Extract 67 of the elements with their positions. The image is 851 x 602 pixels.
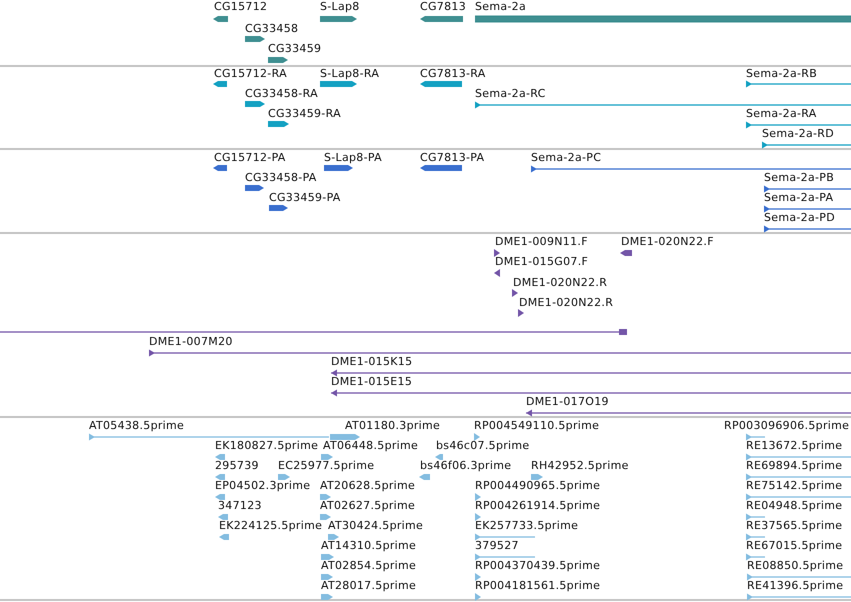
feature-label: Sema-2a-PA	[764, 191, 834, 204]
feature-label: CG33458-PA	[245, 171, 317, 184]
feature-label: AT02854.5prime	[321, 559, 416, 572]
feature-label: AT05438.5prime	[89, 419, 184, 432]
feature-label: RE67015.5prime	[746, 539, 842, 552]
feature-label: CG7813-RA	[420, 67, 486, 80]
feature-label: Sema-2a-PC	[531, 151, 602, 164]
feature-label: EK180827.5prime	[215, 439, 318, 452]
feature-label: AT14310.5prime	[321, 539, 416, 552]
feature-label: CG15712-RA	[214, 67, 287, 80]
feature-label: S-Lap8	[320, 0, 360, 13]
feature-label: CG33459-RA	[268, 107, 341, 120]
feature-label: DME1-015K15	[331, 355, 412, 368]
feature-label: DME1-017O19	[526, 395, 609, 408]
feature-label: Sema-2a-PB	[764, 171, 834, 184]
feature-label: RE69894.5prime	[746, 459, 842, 472]
feature-label: AT02627.5prime	[320, 499, 416, 512]
feature-label: DME1-020N22.R	[519, 296, 614, 309]
feature-label: AT20628.5prime	[320, 479, 416, 492]
feature-label: CG7813-PA	[420, 151, 484, 164]
feature-label: AT30424.5prime	[328, 519, 424, 532]
feature-label: EK257733.5prime	[475, 519, 578, 532]
feature-label: RH42952.5prime	[531, 459, 629, 472]
feature-label: EK224125.5prime	[219, 519, 322, 532]
feature-label: S-Lap8-RA	[320, 67, 380, 80]
feature-label: AT28017.5prime	[321, 579, 416, 592]
feature-label: Sema-2a-RC	[475, 87, 546, 100]
feature-label: RE41396.5prime	[747, 579, 844, 592]
feature-label: AT01180.3prime	[345, 419, 440, 432]
feature-label: DME1-009N11.F	[495, 235, 588, 248]
feature-label: 347123	[218, 499, 262, 512]
feature-label: RP004370439.5prime	[475, 559, 600, 572]
feature-label: CG7813	[420, 0, 466, 13]
feature-label: AT06448.5prime	[323, 439, 418, 452]
feature-label: 295739	[215, 459, 259, 472]
feature-label: bs46f06.3prime	[420, 459, 512, 472]
feature-label: Sema-2a-RA	[746, 107, 817, 120]
feature-label: S-Lap8-PA	[324, 151, 382, 164]
feature-label: 379527	[475, 539, 519, 552]
feature-label: CG33458-RA	[245, 87, 318, 100]
feature-label: DME1-007M20	[149, 335, 233, 348]
feature-label: Sema-2a-RB	[746, 67, 818, 80]
feature-label: EP04502.3prime	[215, 479, 310, 492]
feature-label: RE04948.5prime	[746, 499, 842, 512]
feature-label: RP003096906.5prime	[724, 419, 850, 432]
feature-label: DME1-020N22.F	[621, 235, 714, 248]
feature-label: CG33459-PA	[269, 191, 341, 204]
feature-label: DME1-015G07.F	[495, 255, 588, 268]
feature-label: RE37565.5prime	[746, 519, 842, 532]
feature-label: RE75142.5prime	[746, 479, 842, 492]
feature-label: RP004181561.5prime	[475, 579, 600, 592]
feature-label: DME1-020N22.R	[513, 276, 608, 289]
feature-label: DME1-015E15	[331, 375, 412, 388]
feature-label: RE08850.5prime	[747, 559, 844, 572]
feature-label: Sema-2a-RD	[762, 127, 834, 140]
feature-label: Sema-2a	[475, 0, 526, 13]
feature-label: RE13672.5prime	[746, 439, 842, 452]
feature-label: RP004490965.5prime	[475, 479, 600, 492]
feature-label: bs46c07.5prime	[436, 439, 530, 452]
feature-label: CG33459	[268, 42, 322, 55]
feature-label: EC25977.5prime	[278, 459, 374, 472]
feature-label: Sema-2a-PD	[764, 211, 835, 224]
feature-label: CG15712	[214, 0, 268, 13]
feature-label: CG15712-PA	[214, 151, 286, 164]
feature-label: CG33458	[245, 22, 298, 35]
feature-label: RP004261914.5prime	[475, 499, 600, 512]
feature-label: RP004549110.5prime	[474, 419, 600, 432]
